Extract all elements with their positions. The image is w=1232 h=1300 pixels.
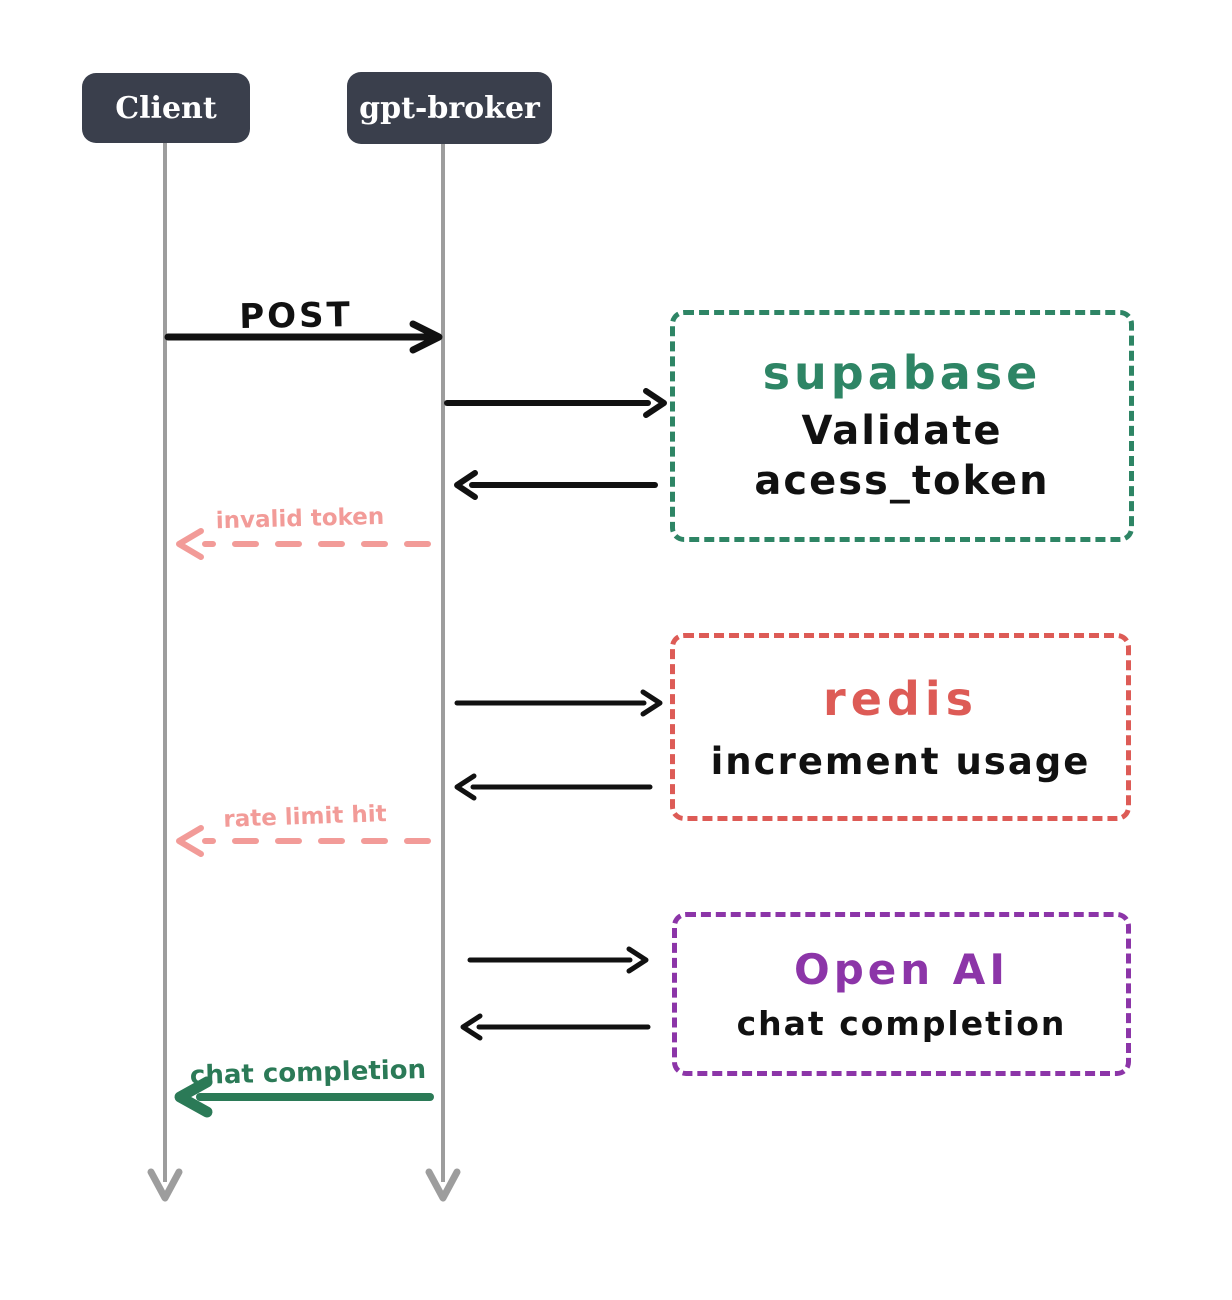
openai-service-box: Open AI chat completion [672, 912, 1131, 1076]
rate-limit-arrowhead-icon [176, 825, 204, 857]
redis-title: redis [823, 671, 978, 726]
redis-service-box: redis increment usage [670, 633, 1131, 821]
post-message-label: POST [238, 295, 354, 337]
broker-to-openai-arrowhead-icon [626, 946, 649, 974]
chat-completion-message-label: chat completion [189, 1054, 427, 1092]
supabase-to-broker-arrowhead-icon [454, 470, 478, 500]
openai-title: Open AI [794, 945, 1009, 994]
redis-description-line-1: increment usage [710, 739, 1091, 783]
actor-client-label: Client [115, 90, 217, 126]
actor-client: Client [82, 73, 250, 143]
redis-to-broker-arrowhead-icon [454, 773, 477, 801]
actor-gpt-broker: gpt-broker [347, 72, 552, 144]
client-lifeline-arrowhead-icon [147, 1168, 183, 1202]
supabase-description-line-1: Validate [801, 408, 1003, 454]
post-arrowhead-icon [409, 320, 443, 354]
broker-to-redis-arrowhead-icon [640, 689, 663, 717]
supabase-title: supabase [762, 346, 1042, 400]
broker-lifeline-arrowhead-icon [425, 1168, 461, 1202]
openai-description-line-1: chat completion [736, 1004, 1067, 1043]
invalid-token-message-label: invalid token [215, 503, 385, 535]
actor-gpt-broker-label: gpt-broker [359, 90, 540, 126]
supabase-service-box: supabase Validate acess_token [670, 310, 1134, 542]
supabase-description-line-2: acess_token [754, 458, 1050, 504]
openai-to-broker-arrowhead-icon [460, 1013, 483, 1041]
broker-to-supabase-arrowhead-icon [643, 388, 667, 418]
chat-completion-arrowhead-icon [174, 1076, 213, 1118]
invalid-token-arrowhead-icon [176, 528, 204, 560]
